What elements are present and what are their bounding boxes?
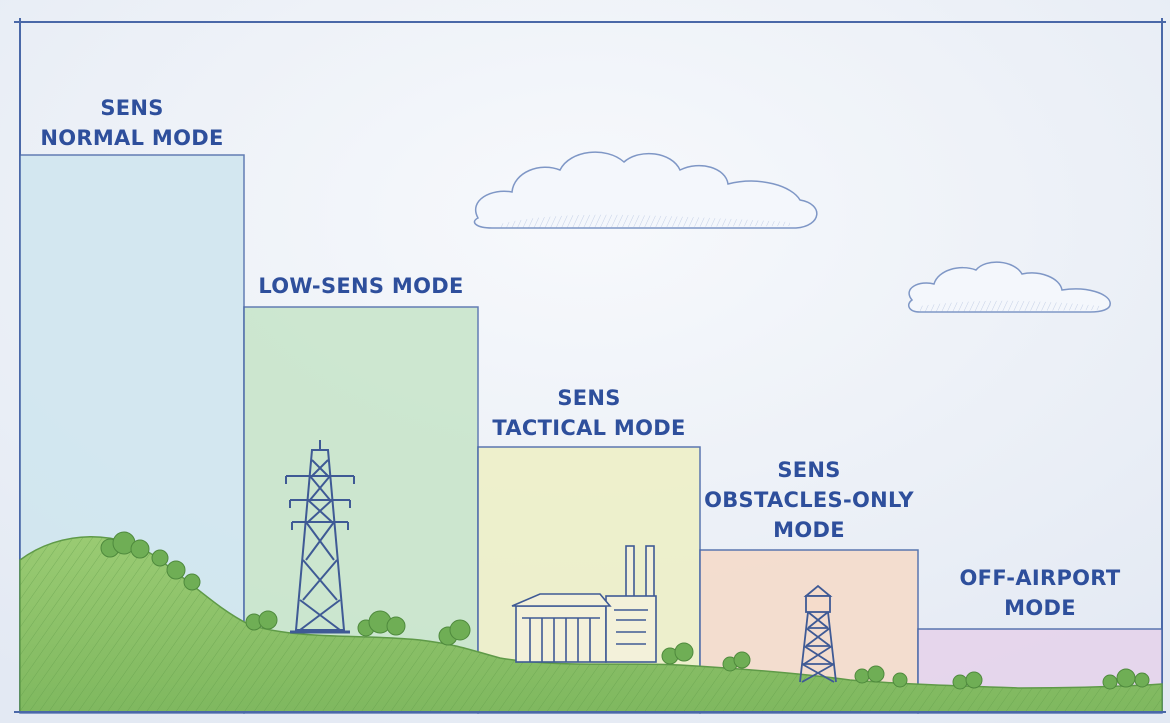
label-normal-mode: SENS NORMAL MODE [20, 93, 244, 153]
label-line: OFF-AIRPORT [959, 566, 1121, 590]
label-line: OBSTACLES-ONLY [704, 488, 914, 512]
label-tactical-mode: SENS TACTICAL MODE [478, 383, 700, 443]
label-line: MODE [773, 518, 845, 542]
label-line: SENS [777, 458, 841, 482]
label-line: MODE [1004, 596, 1076, 620]
label-line: SENS [100, 96, 164, 120]
cloud-icon [473, 151, 818, 229]
label-line: SENS [557, 386, 621, 410]
bushes [100, 531, 1150, 690]
power-pylon-icon [285, 440, 355, 634]
cloud-icon [907, 261, 1111, 313]
label-line: LOW-SENS MODE [258, 274, 464, 298]
water-tower-icon [799, 584, 837, 683]
factory-icon [511, 545, 657, 663]
label-obstacles-only-mode: SENS OBSTACLES-ONLY MODE [700, 455, 918, 545]
label-line: TACTICAL MODE [492, 416, 686, 440]
label-low-sens-mode: LOW-SENS MODE [244, 271, 478, 301]
label-line: NORMAL MODE [40, 126, 224, 150]
label-off-airport-mode: OFF-AIRPORT MODE [918, 563, 1162, 623]
